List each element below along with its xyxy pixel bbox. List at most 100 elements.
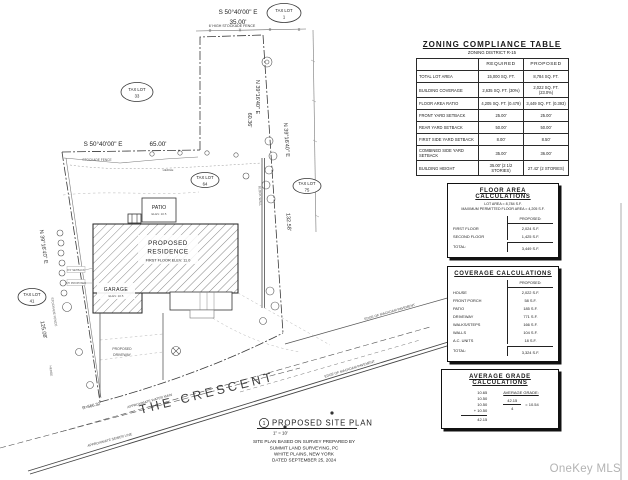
zoning-header-blank — [416, 58, 479, 71]
dimension-right: 132.58' — [284, 213, 291, 231]
coverage-row-label: WALLS — [453, 330, 467, 335]
title-block: 1 PROPOSED SITE PLAN 1" = 10' SITE PLAN … — [253, 417, 372, 463]
bearing-left-upper: S 50°40'00" E — [84, 140, 123, 148]
coverage-proposed-header: PROPOSED: — [507, 280, 553, 288]
tax-lot-64-number: 64 — [203, 182, 208, 187]
steps-outline — [189, 309, 215, 319]
stockade-fence-label-left: STOCKADE FENCE — [50, 297, 58, 326]
floor-area-max-permitted: MAXIMUM PERMITTED FLOOR AREA = 4,205 S.F… — [461, 207, 545, 212]
zoning-required: 35.00' — [478, 145, 524, 161]
plan-note-1: SITE PLAN BASED ON SURVEY PREPARED BY — [253, 439, 355, 444]
tax-lot-33-label: TAX LOT — [128, 87, 146, 92]
zoning-label: BUILDING HEIGHT — [416, 160, 479, 176]
grade-addends: 10.65 10.50 10.50 + 10.50 42.15 — [461, 390, 488, 423]
tax-lot-41-number: 41 — [30, 299, 35, 304]
page-edge-line — [620, 203, 622, 480]
tax-lot-1-label: TAX LOT — [275, 8, 293, 13]
zoning-required: 35.00' (2 1/2 STORIES) — [478, 160, 524, 176]
coverage-row-label: PATIO — [453, 306, 465, 311]
zoning-required: 15,000 SQ. FT. — [478, 70, 524, 83]
tax-lot-labels: TAX LOT 1 TAX LOT 33 TAX LOT 64 TAX LOT … — [23, 8, 316, 304]
tax-lot-41-label: TAX LOT — [23, 292, 41, 297]
dimension-top: 35.00' — [230, 19, 247, 26]
drywell-symbol — [171, 346, 181, 356]
coverage-row-value: 104 S.F. — [507, 328, 553, 336]
garage-elevation: ELEV. 10.5 — [109, 294, 124, 298]
floor-area-blank-header — [453, 216, 507, 224]
floor-area-row-label: FIRST FLOOR — [453, 225, 479, 231]
edge-pavement-label-1: EDGE OF MACADAM PAVEMENT — [364, 303, 416, 321]
tax-lot-bubbles — [17, 3, 322, 306]
floor-area-proposed-header: PROPOSED: — [507, 215, 553, 224]
onekey-mls-watermark: OneKey MLS — [549, 463, 621, 475]
zoning-proposed: 25.00' — [523, 109, 569, 122]
zoning-required: 50.00' — [478, 121, 524, 134]
street-name: THE CRESCENT — [138, 369, 276, 416]
plan-note-3: WHITE PLAINS, NEW YORK — [274, 452, 335, 457]
hedge-label-top: HEDGE — [163, 168, 174, 172]
grade-sum: 42.15 — [461, 415, 488, 423]
zoning-required: 25.00' — [478, 109, 524, 122]
zoning-header-proposed: PROPOSED — [523, 58, 569, 71]
stockade-fence-label-top: STOCKADE FENCE — [82, 158, 111, 162]
floor-area-row-value: 2,024 S.F. — [507, 223, 553, 232]
coverage-total-label: TOTAL: — [453, 348, 467, 353]
floor-area-lot-area: LOT AREA = 8,784 S.F. — [484, 202, 522, 206]
zoning-proposed: 8,784 SQ. FT. — [523, 70, 569, 83]
zoning-label: FRONT YARD SETBACK — [416, 109, 479, 122]
coverage-row-label: FRONT PORCH — [453, 298, 482, 303]
driveway-label-1: PROPOSED — [112, 347, 132, 351]
setback-note-1: 8.5' SETBACK — [67, 268, 85, 272]
grade-addend: 10.50 — [477, 396, 488, 401]
zoning-label: REAR YARD SETBACK — [416, 121, 479, 134]
zoning-row-rear-yard: REAR YARD SETBACK 50.00' 50.00' — [416, 121, 569, 134]
average-grade-title: AVERAGE GRADE CALCULATIONS — [469, 374, 531, 386]
coverage-calculations: COVERAGE CALCULATIONS PROPOSED: HOUSE 2,… — [447, 266, 559, 362]
plan-note-4: DATED SEPTEMBER 25, 2024 — [272, 458, 336, 463]
zoning-proposed: 3,449 SQ. FT. (0.393) — [523, 97, 569, 110]
coverage-row-value: 185 S.F. — [507, 304, 553, 312]
coverage-row-value: 166 S.F. — [507, 320, 553, 328]
zoning-row-first-side-yard: FIRST SIDE YARD SETBACK 8.00' 8.50' — [416, 133, 569, 146]
bearing-right-upper: N 39°16'40" E — [254, 80, 260, 115]
building-labels: PATIO ELEV. 10.5 PROPOSED RESIDENCE FIRS… — [66, 205, 190, 357]
curve-radius-label: R=566.32' — [82, 401, 102, 411]
grade-result: = 10.54 — [525, 402, 539, 407]
front-porch-outline — [169, 291, 233, 311]
grade-denominator: 4 — [511, 406, 514, 411]
garage-label: GARAGE — [104, 287, 129, 293]
zoning-row-front-yard: FRONT YARD SETBACK 25.00' 25.00' — [416, 109, 569, 122]
zoning-label: COMBINED SIDE YARD SETBACK — [416, 145, 479, 161]
dimension-left-upper: 65.00' — [150, 141, 167, 148]
driveway-label-2: DRIVEWAY — [113, 353, 131, 357]
tax-lot-64-label: TAX LOT — [196, 175, 214, 180]
coverage-row-value: 2,022 S.F. — [507, 288, 553, 296]
residence-label-1: PROPOSED — [148, 240, 188, 247]
zoning-label: FLOOR AREA RATIO — [416, 97, 479, 110]
grade-addend: 10.50 — [477, 402, 488, 407]
zoning-label: FIRST SIDE YARD SETBACK — [416, 133, 479, 146]
zoning-row-lot-area: TOTAL LOT AREA 15,000 SQ. FT. 8,784 SQ. … — [416, 70, 569, 83]
coverage-blank-header — [453, 280, 507, 288]
bearing-labels: S 50°40'00" E 35.00' 6' HIGH STOCKADE FE… — [38, 8, 292, 376]
zoning-compliance-table: ZONING COMPLIANCE TABLE ZONING DISTRICT … — [416, 40, 569, 176]
grade-addend: 10.65 — [477, 390, 488, 395]
zoning-row-combined-side-yard: COMBINED SIDE YARD SETBACK 35.00' 36.00' — [416, 145, 569, 161]
zoning-header-required: REQUIRED — [478, 58, 524, 71]
setback-leaders — [66, 266, 94, 286]
zoning-required: 4,205 SQ. FT. (0.479) — [478, 97, 524, 110]
dimension-left: 125.08' — [38, 321, 47, 340]
floor-area-row-label: SECOND FLOOR — [453, 233, 485, 239]
residence-label-2: RESIDENCE — [147, 249, 188, 256]
grade-fraction: 42.15 4 — [503, 398, 522, 411]
zoning-header-row: REQUIRED PROPOSED — [416, 58, 569, 71]
hedge-label-left: HEDGE — [49, 365, 54, 376]
setback-note-2: 8.5' PROPOSED — [66, 281, 86, 285]
floor-area-calculations: FLOOR AREA CALCULATIONS LOT AREA = 8,784… — [447, 183, 559, 258]
coverage-title: COVERAGE CALCULATIONS — [454, 271, 552, 277]
proposed-residence-footprint — [92, 197, 239, 319]
patio-label: PATIO — [152, 205, 166, 211]
zoning-row-building-height: BUILDING HEIGHT 35.00' (2 1/2 STORIES) 2… — [416, 160, 569, 176]
